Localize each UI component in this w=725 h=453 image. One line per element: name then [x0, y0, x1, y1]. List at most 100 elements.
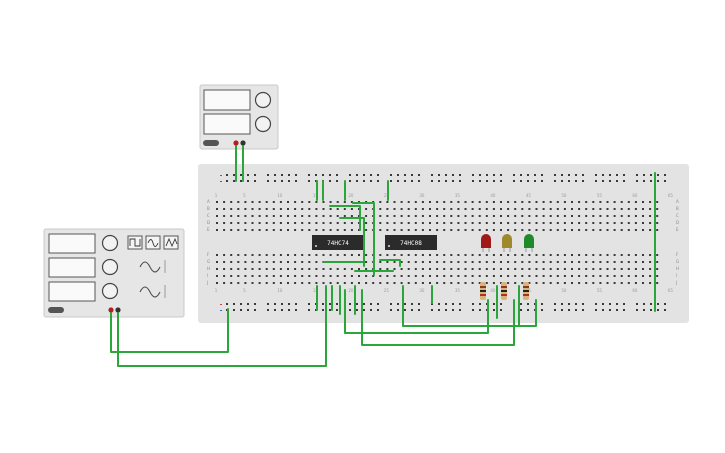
breadboard-hole[interactable] — [421, 201, 424, 203]
breadboard-hole[interactable] — [535, 201, 538, 203]
breadboard-hole[interactable] — [265, 282, 268, 284]
breadboard-hole[interactable] — [363, 303, 365, 305]
breadboard-hole[interactable] — [643, 180, 645, 182]
breadboard-hole[interactable] — [216, 268, 218, 270]
breadboard-hole[interactable] — [613, 215, 616, 217]
breadboard-hole[interactable] — [393, 229, 396, 231]
breadboard-hole[interactable] — [240, 174, 242, 176]
breadboard-hole[interactable] — [459, 309, 461, 311]
breadboard-hole[interactable] — [582, 303, 584, 305]
breadboard-hole[interactable] — [400, 268, 403, 270]
breadboard-hole[interactable] — [421, 222, 424, 224]
breadboard-hole[interactable] — [431, 180, 433, 182]
breadboard-hole[interactable] — [656, 215, 659, 217]
breadboard-hole[interactable] — [457, 229, 460, 231]
breadboard-hole[interactable] — [578, 222, 581, 224]
breadboard-hole[interactable] — [514, 275, 517, 277]
breadboard-hole[interactable] — [571, 268, 573, 270]
breadboard-hole[interactable] — [350, 254, 353, 256]
breadboard-hole[interactable] — [414, 229, 417, 231]
breadboard-hole[interactable] — [343, 215, 346, 217]
breadboard-hole[interactable] — [230, 261, 233, 263]
breadboard-hole[interactable] — [322, 229, 325, 231]
breadboard-hole[interactable] — [365, 268, 368, 270]
breadboard-hole[interactable] — [322, 303, 324, 305]
breadboard-hole[interactable] — [542, 261, 545, 263]
breadboard-hole[interactable] — [414, 215, 417, 217]
breadboard-hole[interactable] — [251, 229, 254, 231]
breadboard-hole[interactable] — [542, 208, 545, 210]
breadboard-hole[interactable] — [272, 222, 275, 224]
breadboard-hole[interactable] — [393, 222, 396, 224]
breadboard-hole[interactable] — [636, 309, 638, 311]
breadboard-hole[interactable] — [226, 174, 228, 176]
breadboard-hole[interactable] — [287, 229, 289, 231]
breadboard-hole[interactable] — [500, 222, 502, 224]
breadboard-hole[interactable] — [500, 309, 502, 311]
breadboard-hole[interactable] — [279, 282, 282, 284]
breadboard-hole[interactable] — [258, 268, 261, 270]
breadboard-hole[interactable] — [556, 208, 559, 210]
breadboard-hole[interactable] — [595, 309, 597, 311]
breadboard-hole[interactable] — [578, 229, 581, 231]
breadboard-hole[interactable] — [563, 282, 566, 284]
breadboard-hole[interactable] — [563, 208, 566, 210]
breadboard-hole[interactable] — [400, 254, 403, 256]
breadboard-hole[interactable] — [592, 254, 595, 256]
breadboard-hole[interactable] — [377, 180, 379, 182]
breadboard-hole[interactable] — [472, 174, 474, 176]
breadboard-hole[interactable] — [438, 174, 440, 176]
breadboard-hole[interactable] — [251, 261, 254, 263]
breadboard-hole[interactable] — [478, 254, 481, 256]
breadboard-hole[interactable] — [478, 208, 481, 210]
breadboard-hole[interactable] — [436, 229, 439, 231]
breadboard-hole[interactable] — [514, 208, 517, 210]
breadboard-hole[interactable] — [279, 268, 282, 270]
breadboard-hole[interactable] — [393, 282, 396, 284]
breadboard-hole[interactable] — [279, 254, 282, 256]
breadboard-hole[interactable] — [404, 303, 406, 305]
breadboard-hole[interactable] — [493, 174, 495, 176]
breadboard-hole[interactable] — [627, 208, 630, 210]
breadboard-hole[interactable] — [247, 303, 249, 305]
breadboard-hole[interactable] — [464, 229, 467, 231]
breadboard-hole[interactable] — [237, 282, 240, 284]
breadboard-hole[interactable] — [514, 215, 517, 217]
breadboard-hole[interactable] — [407, 268, 410, 270]
breadboard-hole[interactable] — [634, 261, 637, 263]
breadboard-hole[interactable] — [431, 309, 433, 311]
breadboard-hole[interactable] — [336, 303, 338, 305]
breadboard-hole[interactable] — [471, 222, 474, 224]
breadboard-hole[interactable] — [223, 268, 226, 270]
breadboard-hole[interactable] — [478, 261, 481, 263]
breadboard-hole[interactable] — [411, 180, 413, 182]
breadboard-hole[interactable] — [649, 261, 652, 263]
breadboard-hole[interactable] — [322, 222, 325, 224]
breadboard-hole[interactable] — [602, 309, 604, 311]
breadboard-hole[interactable] — [507, 229, 510, 231]
breadboard-hole[interactable] — [464, 261, 467, 263]
breadboard-hole[interactable] — [642, 268, 644, 270]
breadboard-hole[interactable] — [265, 215, 268, 217]
breadboard-hole[interactable] — [528, 254, 531, 256]
breadboard-hole[interactable] — [578, 254, 581, 256]
breadboard-hole[interactable] — [265, 254, 268, 256]
breadboard-hole[interactable] — [294, 254, 297, 256]
breadboard-hole[interactable] — [493, 309, 495, 311]
breadboard-hole[interactable] — [471, 201, 474, 203]
breadboard-hole[interactable] — [414, 222, 417, 224]
breadboard-hole[interactable] — [520, 180, 522, 182]
breadboard-hole[interactable] — [479, 303, 481, 305]
breadboard-hole[interactable] — [457, 222, 460, 224]
breadboard-hole[interactable] — [287, 282, 289, 284]
breadboard-hole[interactable] — [226, 180, 228, 182]
breadboard-hole[interactable] — [578, 208, 581, 210]
breadboard-hole[interactable] — [549, 275, 552, 277]
breadboard-hole[interactable] — [251, 275, 254, 277]
breadboard-hole[interactable] — [575, 303, 577, 305]
breadboard-hole[interactable] — [329, 309, 331, 311]
breadboard-hole[interactable] — [514, 261, 517, 263]
breadboard-hole[interactable] — [365, 215, 368, 217]
breadboard-hole[interactable] — [272, 201, 275, 203]
